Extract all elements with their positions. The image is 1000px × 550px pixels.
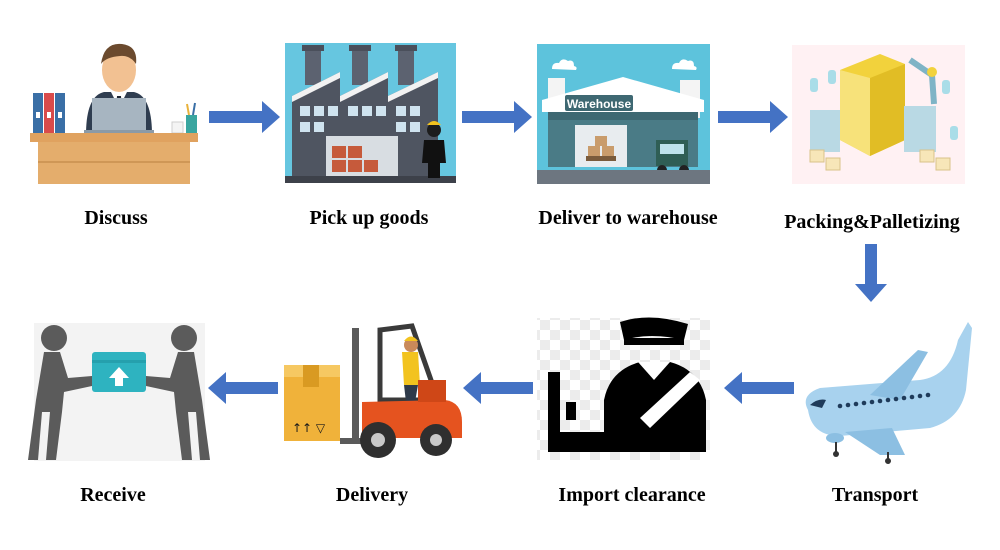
step-label-receive: Receive: [80, 484, 146, 506]
forklift-icon: ↑↑ ▽: [284, 323, 462, 458]
package-handover-icon: [28, 323, 210, 461]
arrow-clearance-to-delivery: [463, 372, 533, 404]
arrow-pickup-to-warehouse: [462, 101, 532, 133]
factory-icon: [285, 43, 456, 183]
svg-text:↑↑ ▽: ↑↑ ▽: [292, 421, 326, 435]
arrow-transport-to-clearance: [724, 372, 794, 404]
step-label-packing-palletizing: Packing&Palletizing: [784, 211, 960, 233]
step-label-transport: Transport: [831, 484, 919, 506]
step-label-delivery: Delivery: [335, 484, 409, 506]
warehouse-icon: Warehouse: [537, 44, 710, 184]
arrow-warehouse-to-packing: [718, 101, 788, 133]
step-label-import-clearance: Import clearance: [558, 484, 706, 506]
arrow-packing-to-transport: [855, 244, 887, 302]
packing-machine-icon: [792, 45, 965, 184]
arrow-discuss-to-pickup: [209, 101, 280, 133]
warehouse-sign: Warehouse: [567, 97, 632, 111]
step-label-pick-up-goods: Pick up goods: [309, 207, 429, 229]
meeting-desk-icon: [30, 43, 198, 184]
step-label-discuss: Discuss: [84, 207, 148, 229]
airplane-icon: [805, 322, 972, 464]
step-label-deliver-to-warehouse: Deliver to warehouse: [538, 207, 718, 229]
customs-officer-icon: [537, 317, 710, 460]
arrow-delivery-to-receive: [208, 372, 278, 404]
